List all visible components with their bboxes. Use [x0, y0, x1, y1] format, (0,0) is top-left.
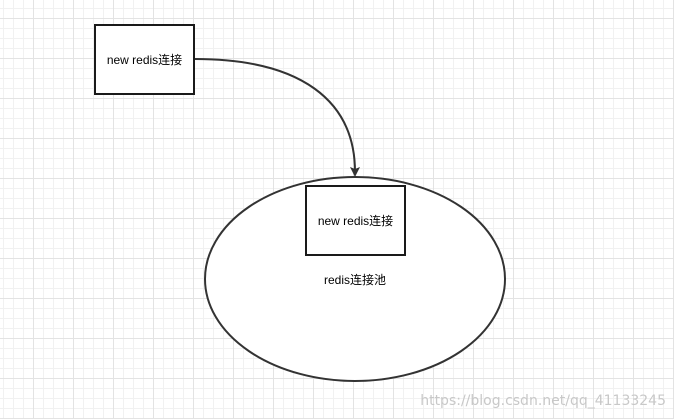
- pooled-connection-label: new redis连接: [317, 213, 394, 228]
- watermark-text: https://blog.csdn.net/qq_41133245: [420, 393, 666, 409]
- pooled-connection-node[interactable]: new redis连接: [305, 185, 406, 256]
- source-connection-label: new redis连接: [106, 52, 183, 67]
- pool-label: redis连接池: [323, 273, 386, 287]
- source-connection-node[interactable]: new redis连接: [94, 24, 195, 95]
- pool-ellipse[interactable]: [204, 176, 506, 382]
- connection-arrow[interactable]: [194, 58, 360, 177]
